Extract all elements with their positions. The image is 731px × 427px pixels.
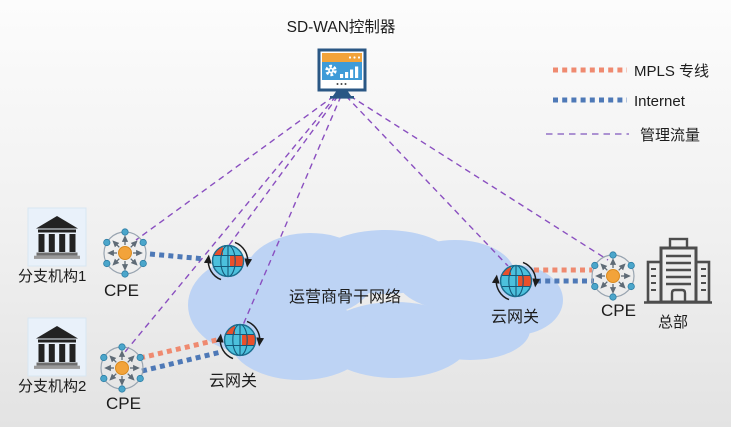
- legend: MPLS 专线 Internet 管理流量: [546, 63, 709, 144]
- legend-management-label: 管理流量: [640, 127, 700, 144]
- mgmt-link-controller-gateway3: [345, 95, 509, 267]
- branch2-cpe-node: CPE: [101, 344, 144, 413]
- mgmt-link-controller-cpe3: [349, 95, 609, 261]
- branch1-node: 分支机构1: [18, 207, 87, 285]
- branch2-label: 分支机构2: [18, 378, 86, 395]
- management-links: [124, 95, 609, 353]
- controller-title: SD-WAN控制器: [287, 18, 396, 36]
- monitor-dashboard-icon: [317, 48, 367, 99]
- hq-label: 总部: [658, 314, 688, 331]
- branch1-cpe-label: CPE: [104, 281, 139, 300]
- bank-icon: [27, 317, 87, 377]
- hq-cpe-node: CPE: [592, 252, 636, 320]
- internet-link-cpe2-gateway2: [141, 349, 222, 374]
- gateway3-label: 云网关: [491, 308, 539, 326]
- branch2-cpe-label: CPE: [106, 394, 141, 413]
- hq-node: 总部: [644, 237, 712, 331]
- branch1-label: 分支机构1: [18, 268, 86, 285]
- legend-mpls-label: MPLS 专线: [634, 63, 709, 80]
- gateway2-node: 云网关: [209, 321, 260, 390]
- gateway3-node: 云网关: [491, 262, 539, 326]
- bank-icon: [27, 207, 87, 267]
- mgmt-link-controller-cpe2: [124, 95, 337, 353]
- hq-cpe-label: CPE: [601, 301, 636, 320]
- mpls-link-cpe2-gateway2: [139, 337, 218, 361]
- mgmt-link-controller-cpe1: [135, 95, 335, 241]
- branch2-node: 分支机构2: [18, 317, 87, 395]
- office-building-icon: [644, 237, 712, 304]
- carrier-backbone-cloud: [188, 230, 563, 380]
- cloud-label: 运营商骨干网络: [289, 287, 401, 306]
- gateway2-label: 云网关: [209, 372, 257, 390]
- internet-link-cpe1-gateway1: [149, 251, 206, 262]
- legend-internet-label: Internet: [634, 93, 686, 110]
- controller-node: SD-WAN控制器: [287, 18, 396, 99]
- branch1-cpe-node: CPE: [104, 229, 147, 300]
